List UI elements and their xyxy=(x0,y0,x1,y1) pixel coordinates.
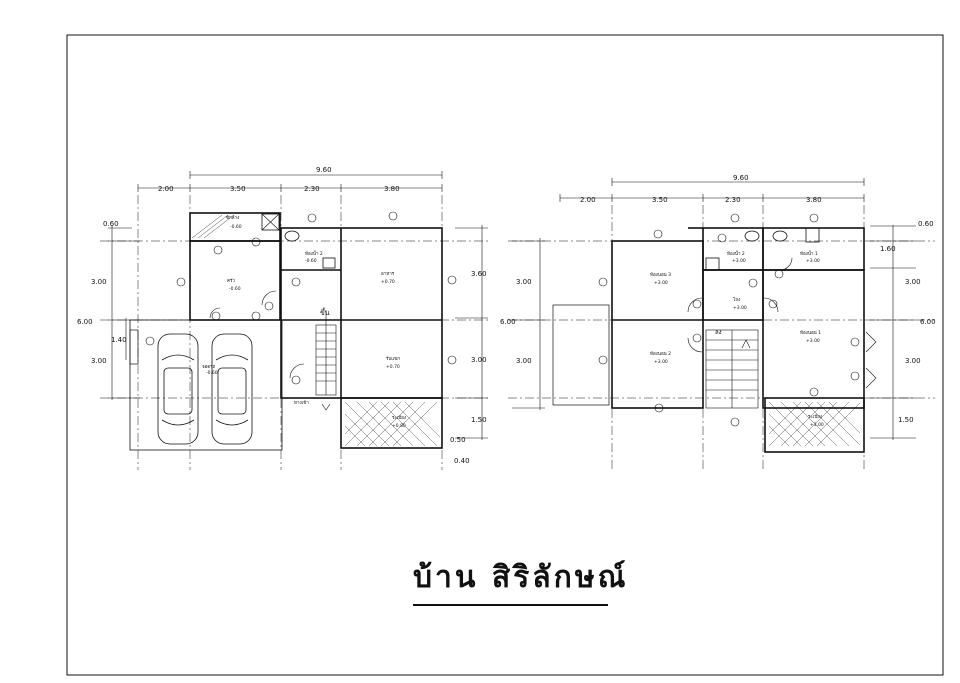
ground-grid-markers xyxy=(145,211,457,385)
room-upper-bath-1-level: +3.00 xyxy=(806,258,820,264)
laundry-hatch xyxy=(191,214,235,239)
room-laundry: ซักล้าง xyxy=(226,215,239,221)
ground-walls xyxy=(189,212,443,449)
ground-bay-3: 2.30 xyxy=(304,185,320,193)
laundry-tub xyxy=(261,213,280,231)
room-kitchen-level: -0.60 xyxy=(229,286,241,292)
upper-roof-left xyxy=(552,304,610,406)
upper-dim-3-00r2: 3.00 xyxy=(905,357,921,365)
ground-dim-3-00b: 3.00 xyxy=(91,357,107,365)
room-upper-terrace-level: +3.00 xyxy=(810,422,824,428)
room-carport-level: -0.60 xyxy=(206,370,218,376)
ground-dim-3-00a: 3.00 xyxy=(91,278,107,286)
sheet-border xyxy=(66,34,944,676)
carport-outline xyxy=(129,319,283,451)
ground-stair xyxy=(315,310,337,411)
room-hall: โถง xyxy=(733,296,740,303)
ground-top-dimensions xyxy=(137,171,443,192)
upper-grid-lines xyxy=(508,205,935,470)
room-dining: อาหาร xyxy=(381,271,395,277)
room-terrace-level: +0.80 xyxy=(392,423,406,429)
upper-bay-3: 2.30 xyxy=(725,196,741,204)
upper-dim-3-00a: 3.00 xyxy=(516,278,532,286)
ground-terrace-hatch xyxy=(344,401,441,447)
room-upper-bath-2: ห้องน้ำ 2 xyxy=(727,250,745,257)
room-upper-bath-2-level: +3.00 xyxy=(732,258,746,264)
upper-toilet-2-icon xyxy=(705,257,720,271)
upper-grid-markers xyxy=(598,213,860,427)
upper-overall-width: 9.60 xyxy=(733,174,749,182)
room-bedroom-1: ห้องนอน 1 xyxy=(800,330,821,336)
room-bedroom-1-level: +3.00 xyxy=(806,338,820,344)
room-laundry-level: -0.60 xyxy=(230,224,242,230)
upper-left-dimensions xyxy=(512,238,545,410)
room-kitchen: ครัว xyxy=(227,278,235,284)
ground-entry-label: ทางเข้า xyxy=(294,400,309,406)
ground-floor-plan: 9.60 2.00 3.50 2.30 3.80 0.60 3.00 6.00 … xyxy=(77,166,490,470)
ground-doors xyxy=(209,290,305,379)
ground-left-dimensions xyxy=(108,225,140,400)
room-living: รับแขก xyxy=(386,356,400,362)
ground-toilet-icon xyxy=(322,257,336,269)
upper-doors xyxy=(687,257,877,389)
upper-terrace-hatch xyxy=(768,401,861,447)
ground-dim-0-50: 0.50 xyxy=(450,436,466,444)
ground-grid-lines xyxy=(100,195,490,470)
upper-dim-3-00r1: 3.00 xyxy=(905,278,921,286)
ground-stair-label: ขึ้น xyxy=(320,306,330,317)
ground-dim-3-00r: 3.00 xyxy=(471,356,487,364)
upper-walls xyxy=(611,227,865,453)
room-carport: จอดรถ xyxy=(202,364,216,370)
ground-dim-1-50: 1.50 xyxy=(471,416,487,424)
room-bath-2: ห้องน้ำ 2 xyxy=(305,250,323,257)
ground-bay-1: 2.00 xyxy=(158,185,174,193)
ground-basin-icon xyxy=(284,230,300,242)
room-upper-bath-1: ห้องน้ำ 1 xyxy=(800,250,818,257)
room-bedroom-2-level: +3.00 xyxy=(654,359,668,365)
ground-dim-6-00: 6.00 xyxy=(77,318,93,326)
ground-bay-2: 3.50 xyxy=(230,185,246,193)
upper-right-dimensions xyxy=(870,225,916,440)
upper-basin-icon xyxy=(744,230,760,242)
room-bedroom-3-level: +3.00 xyxy=(654,280,668,286)
ground-bay-4: 3.80 xyxy=(384,185,400,193)
upper-bay-4: 3.80 xyxy=(806,196,822,204)
ground-right-dimensions xyxy=(455,225,488,440)
ground-dim-0-40: 0.40 xyxy=(454,457,470,465)
room-hall-level: +3.00 xyxy=(733,305,747,311)
title-underline xyxy=(413,604,608,606)
upper-floor-plan: 9.60 2.00 3.50 2.30 3.80 3.00 6.00 3.00 … xyxy=(500,174,936,470)
room-bedroom-2: ห้องนอน 2 xyxy=(650,351,671,357)
upper-stair-label: ลง xyxy=(715,329,722,336)
upper-dim-1-60: 1.60 xyxy=(880,245,896,253)
upper-bay-1: 2.00 xyxy=(580,196,596,204)
room-bedroom-3: ห้องนอน 3 xyxy=(650,272,671,278)
ground-overall-width: 9.60 xyxy=(316,166,332,174)
room-dining-level: +0.70 xyxy=(381,279,395,285)
ground-dim-0-60: 0.60 xyxy=(103,220,119,228)
upper-bay-2: 3.50 xyxy=(652,196,668,204)
upper-top-dimensions xyxy=(559,178,865,202)
drawing-title: บ้าน สิริลักษณ์ xyxy=(413,560,629,595)
ground-dim-1-40: 1.40 xyxy=(111,336,127,344)
room-terrace: ระเบียง xyxy=(392,415,406,421)
upper-dim-1-50: 1.50 xyxy=(898,416,914,424)
upper-dim-6-00: 6.00 xyxy=(500,318,516,326)
room-living-level: +0.70 xyxy=(386,364,400,370)
ground-dim-3-60: 3.60 xyxy=(471,270,487,278)
room-upper-terrace: ระเบียง xyxy=(808,414,822,420)
upper-dim-6-00r: 6.00 xyxy=(920,318,936,326)
upper-dim-0-60: 0.60 xyxy=(918,220,934,228)
room-bath-2-level: -0.60 xyxy=(305,258,317,264)
upper-stair xyxy=(705,329,759,409)
car-icon xyxy=(157,333,253,445)
upper-dim-3-00b: 3.00 xyxy=(516,357,532,365)
upper-toilet-1-icon xyxy=(805,227,820,243)
